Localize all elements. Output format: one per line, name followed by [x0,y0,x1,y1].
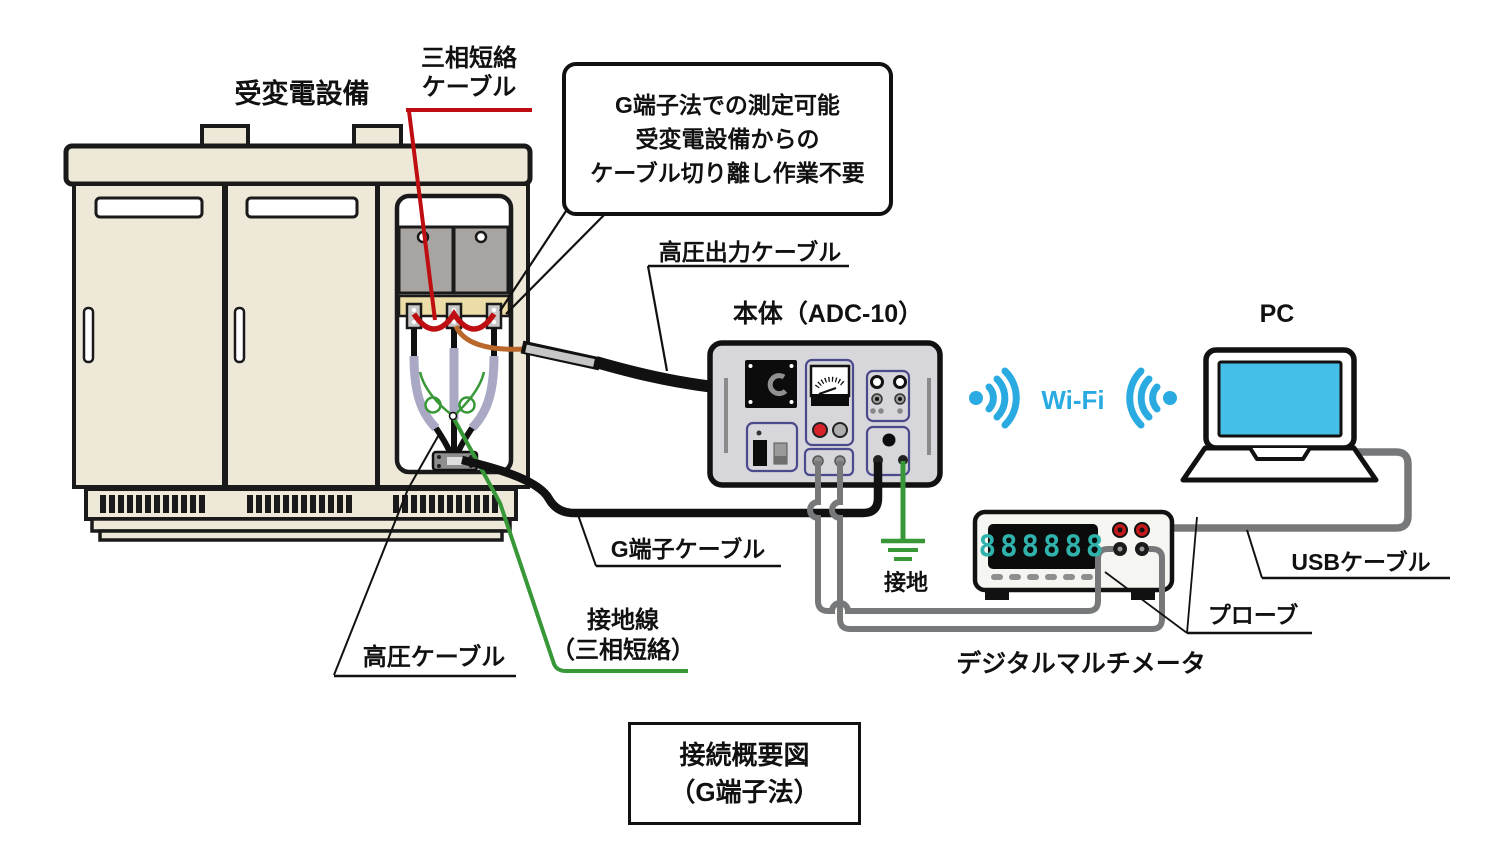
callout-line1: G端子法での測定可能 [615,92,840,118]
ground-wire-cable [418,371,688,673]
multimeter-label: デジタルマルチメータ [956,650,1206,678]
ground-wire-label: 接地線 （三相短絡） [551,606,695,666]
three-phase-cable-label-line2: ケーブル [421,74,517,101]
ground-symbol-icon [881,538,925,561]
pointer-lines [333,207,849,678]
three-phase-short-cable [406,108,532,332]
pointer-lines-right [1104,516,1450,635]
multimeter-terminals[interactable] [1112,522,1150,556]
diagram-title-line1: 接続概要図 [679,739,810,770]
probe-label: プローブ [1207,602,1299,628]
power-switch[interactable] [745,421,799,473]
hv-connector-socket [745,360,797,408]
probe-cables [807,461,1165,632]
adc10-unit [707,340,943,488]
pc-label: PC [1259,300,1295,328]
multimeter-display: 888888 [978,529,1108,563]
ground-wire-label-line2: （三相短絡） [551,637,695,664]
three-phase-cable-label-line1: 三相短絡 [421,45,517,72]
ground-cable [881,461,925,561]
wifi-label: Wi-Fi [1041,385,1105,415]
hv-output-cable-label: 高圧出力ケーブル [658,239,842,265]
multimeter-buttons[interactable] [991,574,1093,580]
callout-line2: 受変電設備からの [635,126,820,152]
door-handle [233,306,246,364]
substation-label: 受変電設備 [234,79,370,109]
callout-line3: ケーブル切り離し作業不要 [590,160,865,186]
ground-label: 接地 [883,570,929,595]
multimeter-screen [988,524,1098,569]
hv-cable-label: 高圧ケーブル [362,644,506,671]
analog-meter [804,358,855,447]
g-terminal-cable [461,455,883,518]
terminal-panel [865,369,911,423]
usb-cable [1170,448,1412,532]
diagram-title-box: 接続概要図 （G端子法） [628,722,861,825]
wifi-signal-left-icon [1126,367,1177,429]
laptop-icon [1180,347,1379,483]
gray-button[interactable] [832,422,848,438]
laptop-screen [1217,360,1343,438]
hv-cable-assembly [409,328,499,472]
diagram-title-line2: （G端子法） [669,776,820,807]
wifi-signal-right-icon [969,367,1020,429]
red-button[interactable] [812,422,828,438]
main-unit-label: 本体（ADC-10） [732,300,924,328]
three-phase-cable-label: 三相短絡 ケーブル [421,44,517,102]
callout-box: G端子法での測定可能 受変電設備からの ケーブル切り離し作業不要 [562,62,893,216]
ground-wire-label-line1: 接地線 [587,607,659,634]
g-terminal-cable-label: G端子ケーブル [610,536,766,562]
digital-multimeter [972,509,1175,600]
door-handle [82,306,95,364]
usb-cable-label: USBケーブル [1291,549,1431,575]
